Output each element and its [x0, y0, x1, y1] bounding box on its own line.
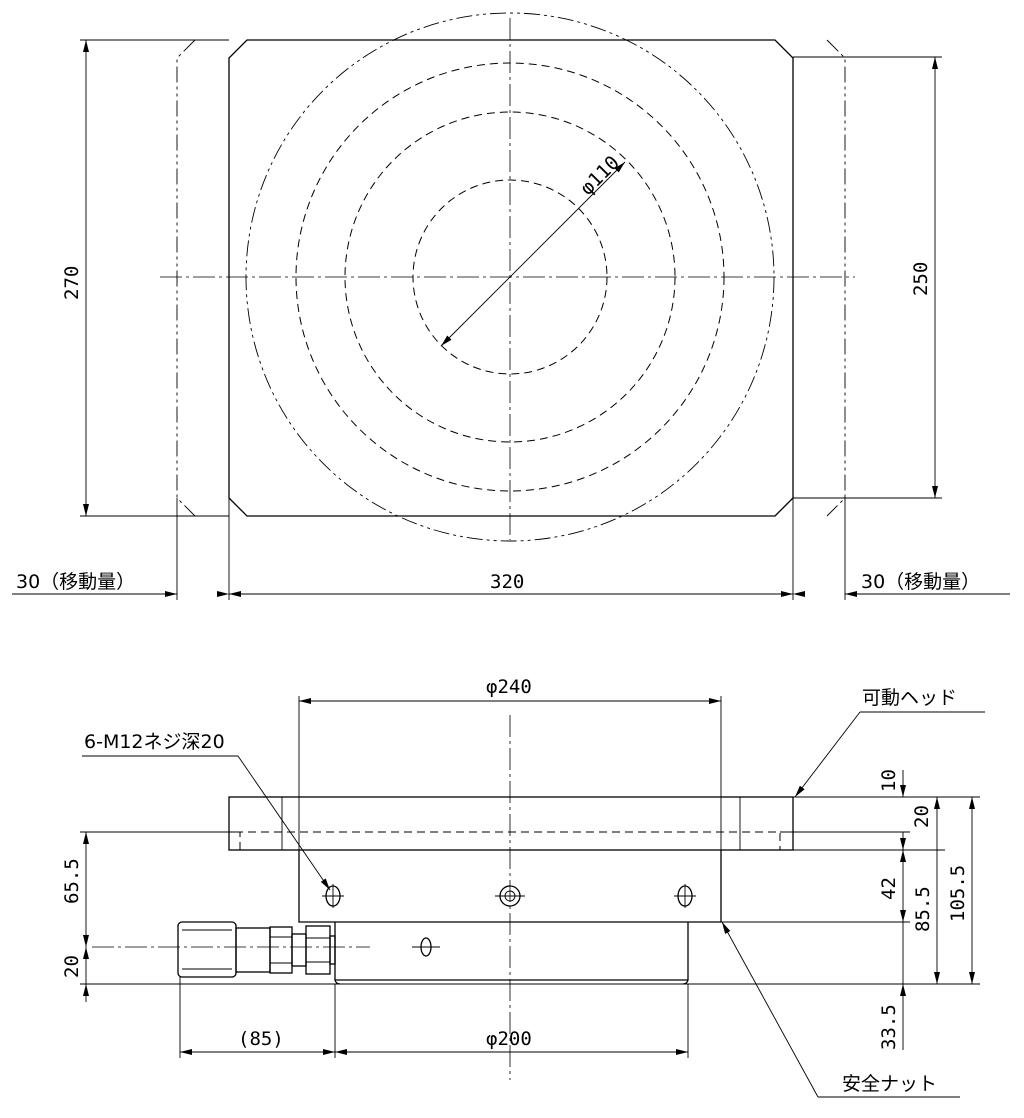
dim-diameter-small-line	[440, 161, 626, 347]
side-view: φ240 (85) φ200 65.5 20 10 20 42	[61, 676, 985, 1098]
dim-diameter-bottom-text: φ200	[486, 1028, 532, 1050]
screw-hole-right	[674, 884, 696, 908]
dim-travel-right-text: 30（移動量）	[861, 571, 980, 593]
label-screw: 6-M12ネジ深20	[84, 731, 225, 753]
dim-right-33-5-text: 33.5	[878, 1004, 900, 1050]
plate-outline	[228, 39, 794, 517]
leader-safety-nut	[721, 921, 819, 1098]
screw-hole-left	[322, 884, 344, 908]
label-movable-head: 可動ヘッド	[862, 687, 957, 709]
screw-hole-center	[495, 885, 525, 907]
dim-right-85-5-text: 85.5	[912, 886, 934, 932]
port-hole	[412, 937, 440, 957]
coupler	[177, 921, 336, 978]
dim-diameter-small-text: φ110	[576, 152, 624, 200]
body-lower	[334, 922, 689, 981]
top-view: φ110 270 250 30（移動量） 320 30（移動量）	[12, 12, 1010, 600]
dim-left-upper-text: 65.5	[61, 858, 83, 904]
label-safety-nut: 安全ナット	[842, 1073, 937, 1095]
travel-phantom-right	[826, 39, 846, 517]
dim-connector-text: (85)	[238, 1028, 284, 1050]
dim-width-text: 320	[490, 571, 524, 593]
dim-travel-left-text: 30（移動量）	[16, 571, 135, 593]
leader-screw	[237, 755, 331, 891]
dim-250-text: 250	[910, 262, 932, 296]
dim-right-20-text: 20	[911, 805, 933, 828]
head-hidden-groove	[239, 831, 781, 850]
dim-diameter-top-text: φ240	[486, 676, 532, 698]
leader-movable-head	[794, 711, 861, 798]
dim-left-lower-text: 20	[61, 955, 83, 978]
movable-head-plate	[228, 796, 794, 851]
travel-phantom-left	[176, 39, 196, 517]
dim-right-42-text: 42	[878, 877, 900, 900]
dim-270-text: 270	[61, 266, 83, 300]
dim-right-10-text: 10	[878, 769, 900, 792]
dim-right-105-5-text: 105.5	[947, 865, 969, 922]
